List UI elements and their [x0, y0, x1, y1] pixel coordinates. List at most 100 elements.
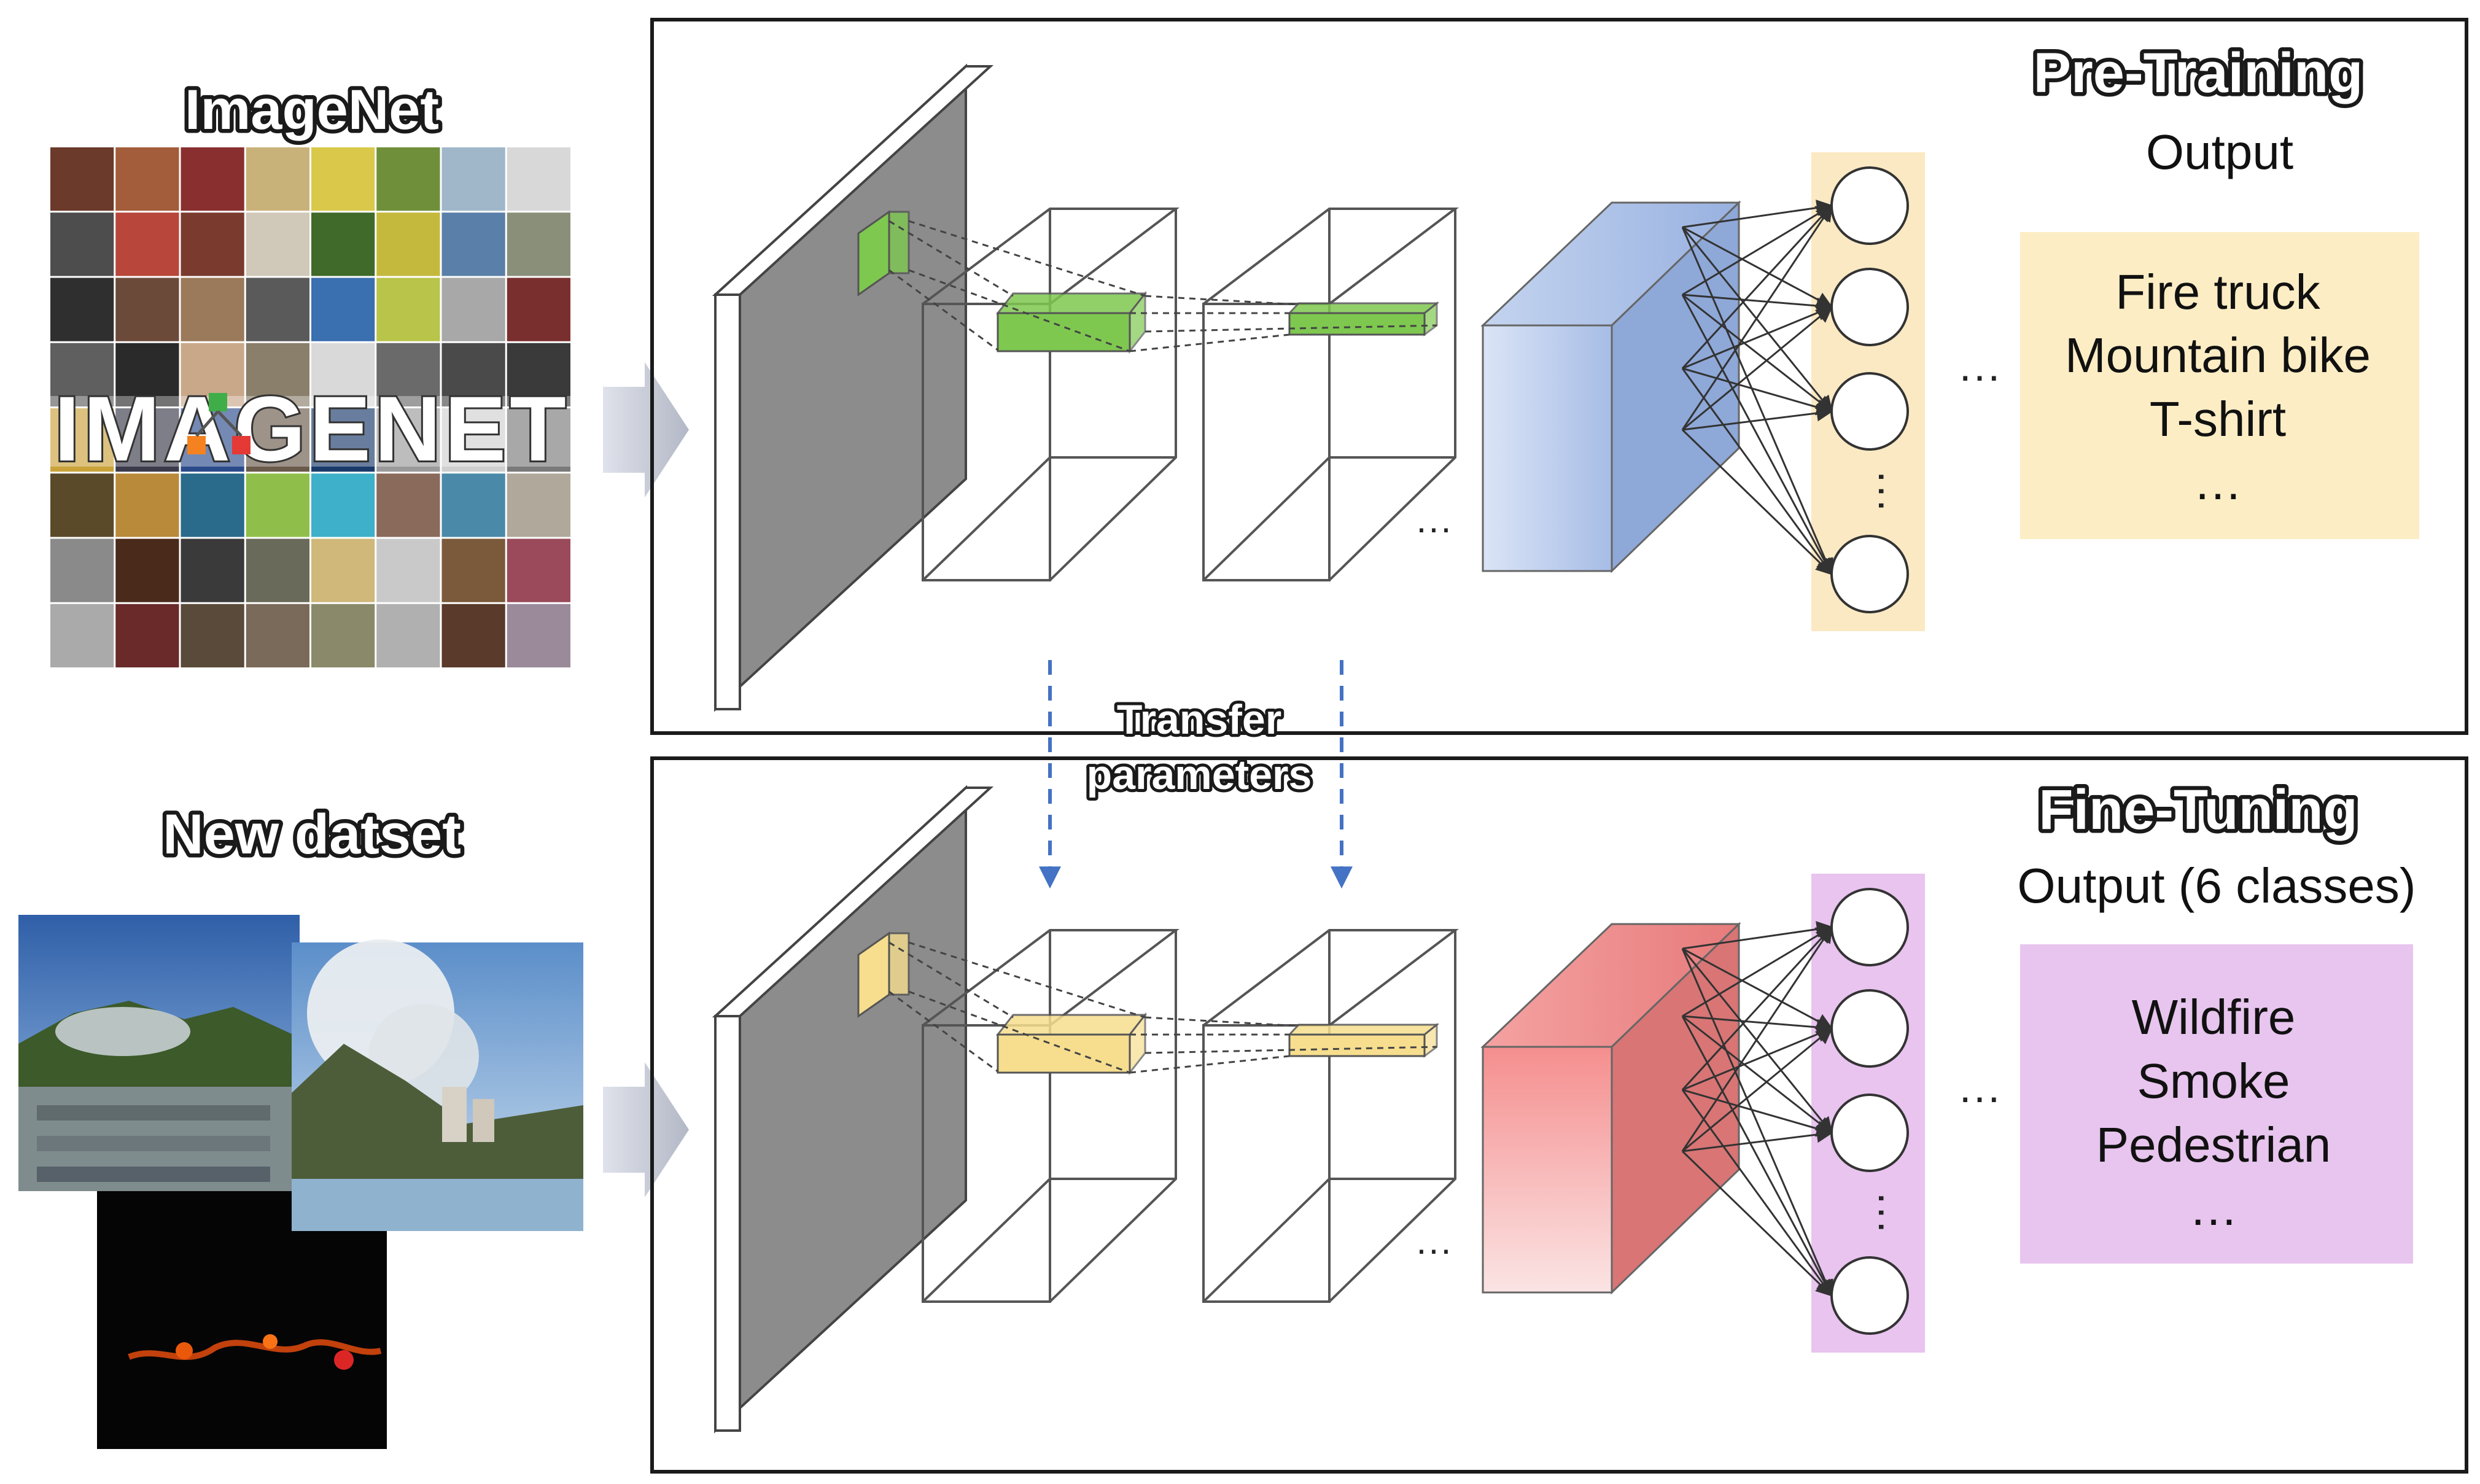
output-neuron — [1830, 535, 1909, 613]
pretraining-output-label: Output — [2146, 125, 2293, 179]
finetuning-output-label: Output (6 classes) — [2017, 858, 2416, 913]
mosaic-tile — [376, 278, 440, 341]
finetuning-class-3: Pedestrian — [2096, 1117, 2331, 1172]
dense-connection — [1681, 368, 1833, 576]
projection-line — [1145, 1016, 1299, 1027]
dense-connection — [1681, 429, 1833, 575]
dense-connection — [1682, 921, 1833, 950]
new-dataset-photos — [18, 915, 583, 1449]
mosaic-tile — [246, 604, 309, 667]
logo-node-red — [232, 436, 251, 454]
dense-connection — [1682, 1015, 1833, 1036]
conv-volume-1-back-diag — [922, 1178, 1051, 1303]
conv-volume-2-back-diag — [1202, 1178, 1331, 1303]
dense-connection — [1681, 926, 1833, 1091]
projection-line — [888, 941, 1014, 1019]
pretraining-output-dots: ··· — [1958, 351, 2001, 399]
pretraining-panel — [650, 18, 2468, 735]
feature-block-2-top — [1287, 302, 1440, 314]
finetuning-class-2: Smoke — [2137, 1054, 2290, 1108]
projection-line — [888, 990, 998, 1073]
mosaic-tile — [50, 473, 114, 537]
conv-volume-2-back-diag — [1202, 456, 1331, 581]
dense-connection — [1682, 1027, 1833, 1152]
photo-hills-smoke — [18, 915, 300, 1191]
mosaic-tile — [376, 604, 440, 667]
conv-volume-1-back-diag — [922, 456, 1051, 581]
mosaic-tile — [311, 604, 375, 667]
dense-connection — [1681, 1089, 1833, 1297]
dense-connection — [1682, 200, 1833, 228]
mosaic-tile — [181, 147, 244, 211]
pretraining-class-box — [2020, 232, 2419, 539]
pretraining-title: Pre-Training — [2034, 42, 2363, 104]
mosaic-tile — [441, 343, 505, 406]
mosaic-tile — [441, 212, 505, 276]
dense-connection — [1682, 1089, 1833, 1137]
dense-connection — [1681, 925, 1833, 1152]
input-slab-edge — [714, 293, 741, 710]
mosaic-tile — [311, 408, 375, 472]
mosaic-tile — [311, 212, 375, 276]
mosaic-tile — [246, 473, 309, 537]
transfer-label-line1: Transfer — [1117, 696, 1281, 743]
pretraining-class-2: Mountain bike — [2065, 328, 2371, 383]
projection-line — [908, 220, 1146, 297]
mosaic-tile — [441, 473, 505, 537]
dense-connection — [1682, 204, 1833, 296]
mosaic-tile — [50, 147, 114, 211]
feature-block-1 — [997, 1033, 1131, 1074]
projection-line — [1129, 1055, 1290, 1074]
output-neuron — [1830, 1256, 1909, 1335]
output-neuron — [1830, 989, 1909, 1068]
pretraining-class-1: Fire truck — [2115, 265, 2320, 319]
dense-connection — [1681, 948, 1833, 1297]
projection-line — [888, 220, 1014, 297]
conv-volume-2-front — [1202, 303, 1331, 581]
dense-connection — [1682, 947, 1833, 1030]
mosaic-tile — [311, 278, 375, 341]
imagenet-logo-overlay: IMAGENET — [50, 375, 572, 482]
mosaic-tile — [311, 473, 375, 537]
mosaic-tile — [50, 212, 114, 276]
projection-line — [1145, 324, 1437, 333]
input-arrow-bottom — [603, 1062, 689, 1197]
mosaic-tile — [246, 278, 309, 341]
projection-line — [908, 990, 1130, 1074]
mosaic-tile — [246, 212, 309, 276]
output-neuron — [1830, 372, 1909, 451]
feature-block-2 — [1288, 312, 1426, 336]
mosaic-tile — [376, 538, 440, 602]
mosaic-tile — [181, 212, 244, 276]
transfer-label-line2: parameters — [1087, 752, 1312, 798]
feature-block-1-top — [995, 292, 1148, 314]
mosaic-tile — [441, 278, 505, 341]
mosaic-tile — [181, 473, 244, 537]
mosaic-tile — [246, 147, 309, 211]
feature-block-1 — [997, 312, 1131, 352]
mosaic-tile — [181, 278, 244, 341]
mosaic-tile — [507, 147, 570, 211]
photo-mountain-smoke — [292, 939, 583, 1231]
dense-connection — [1681, 204, 1833, 370]
mosaic-tile — [115, 147, 179, 211]
dense-connection — [1682, 293, 1833, 314]
dense-connection — [1682, 1026, 1833, 1091]
mosaic-tile — [507, 408, 570, 472]
mosaic-tile — [441, 147, 505, 211]
input-slab-top — [712, 787, 994, 1017]
mosaic-tile — [50, 408, 114, 472]
pretraining-network: ······ — [712, 63, 1925, 712]
mosaic-tile — [246, 343, 309, 406]
conv-filter-1-side — [888, 211, 910, 274]
projection-line — [908, 269, 1130, 352]
dense-connection — [1682, 1126, 1833, 1152]
finetuning-class-box — [2020, 944, 2413, 1264]
mosaic-tile — [507, 278, 570, 341]
imagenet-label: ImageNet — [185, 79, 439, 141]
input-slab — [714, 63, 967, 712]
input-arrow-top — [603, 362, 689, 497]
input-slab-top — [712, 65, 994, 296]
mosaic-tile — [441, 408, 505, 472]
conv-volume-1-top — [922, 208, 1180, 305]
